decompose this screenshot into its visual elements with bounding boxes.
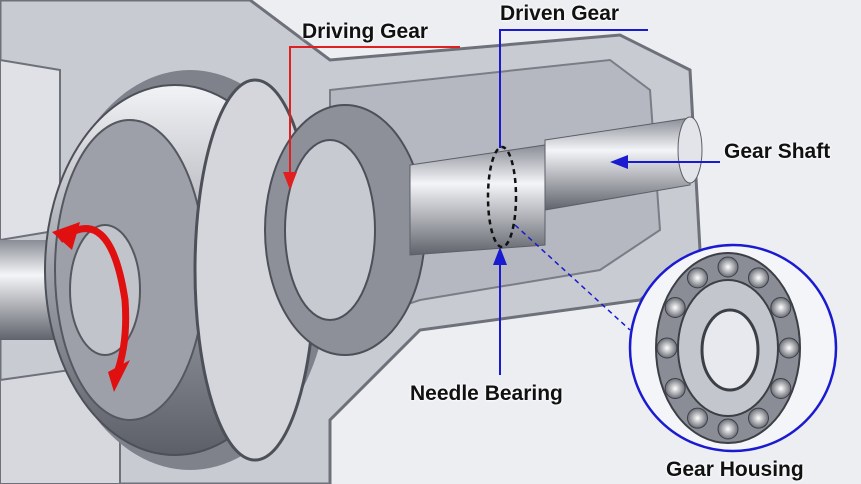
driven-gear [264,104,426,356]
driving-gear-leader [289,46,460,175]
bearing-inset [628,243,838,453]
driven-gear-leader [499,29,648,148]
label-driven-gear: Driven Gear [500,2,620,25]
bearing-ball [717,256,739,278]
label-gear-housing: Gear Housing [666,458,804,481]
bearing-ball [664,378,686,399]
rotation-arrow-icon [57,225,130,372]
bearing-ball [748,267,769,289]
bearing-ball [687,267,708,289]
bearing-ball [664,297,686,318]
callout-dashed-line [514,224,631,331]
bearing-ball [687,407,708,429]
label-driving-gear: Driving Gear [302,20,429,43]
label-gear-shaft: Gear Shaft [724,140,831,163]
bearing-ball [778,337,800,359]
bearing-ball [748,407,769,429]
bearing-ball [717,418,739,440]
bearing-ball [656,337,678,359]
bearing-ball [770,378,792,399]
label-needle-bearing: Needle Bearing [410,382,563,405]
bearing-ball [770,297,792,318]
needle-bearing-outline [486,145,518,249]
